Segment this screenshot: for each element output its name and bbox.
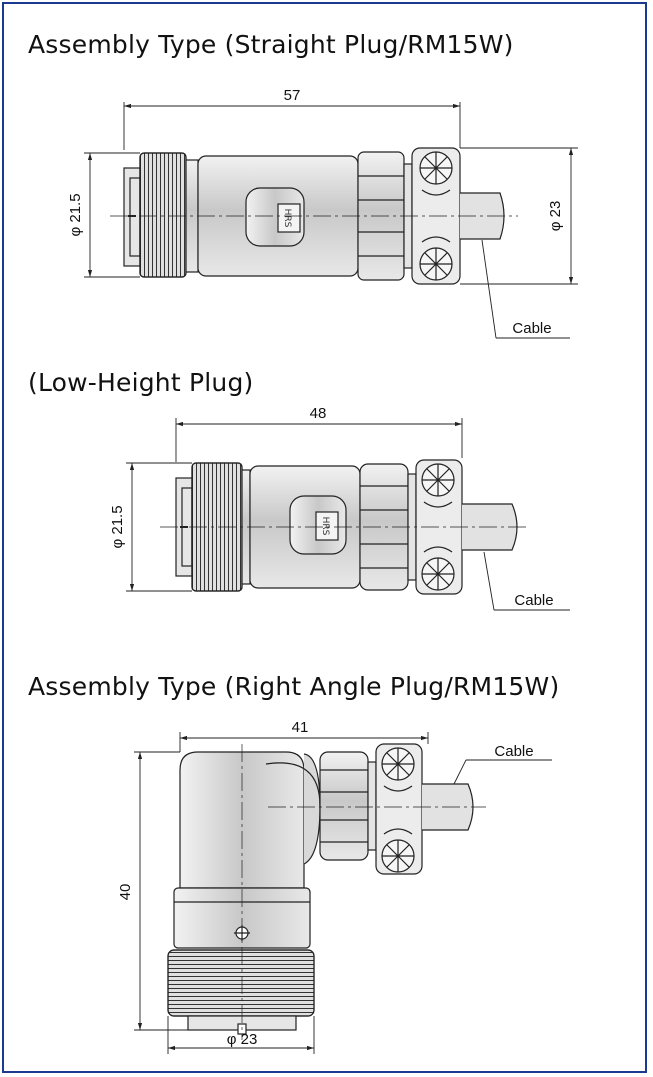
straight-cable-label: Cable (512, 320, 551, 337)
title-straight-plug: Assembly Type (Straight Plug/RM15W) (28, 30, 514, 59)
straight-coupling-diameter: φ 21.5 (67, 193, 84, 236)
straight-plug-dimensions (84, 102, 578, 339)
right-angle-cable-label: Cable (494, 743, 533, 760)
straight-logo: HRS (282, 209, 292, 228)
low-height-length-label: 48 (310, 405, 327, 422)
title-low-height-plug: (Low-Height Plug) (28, 368, 254, 397)
low-height-logo: HRS (320, 517, 330, 536)
low-height-plug-drawing: HRS (160, 459, 530, 595)
right-angle-plug-drawing (167, 743, 486, 1040)
straight-length-label: 57 (284, 87, 301, 104)
low-height-coupling-diameter: φ 21.5 (109, 505, 126, 548)
right-angle-width-label: 41 (292, 719, 309, 736)
straight-plug-drawing: HRS (110, 147, 518, 285)
low-height-cable-label: Cable (514, 592, 553, 609)
right-angle-coupling-diameter: φ 23 (227, 1031, 258, 1048)
low-height-plug-dimensions (126, 418, 570, 611)
title-right-angle-plug: Assembly Type (Right Angle Plug/RM15W) (28, 672, 560, 701)
straight-clamp-diameter: φ 23 (547, 201, 564, 232)
right-angle-height-label: 40 (117, 884, 134, 901)
right-angle-plug-dimensions (134, 732, 552, 1054)
